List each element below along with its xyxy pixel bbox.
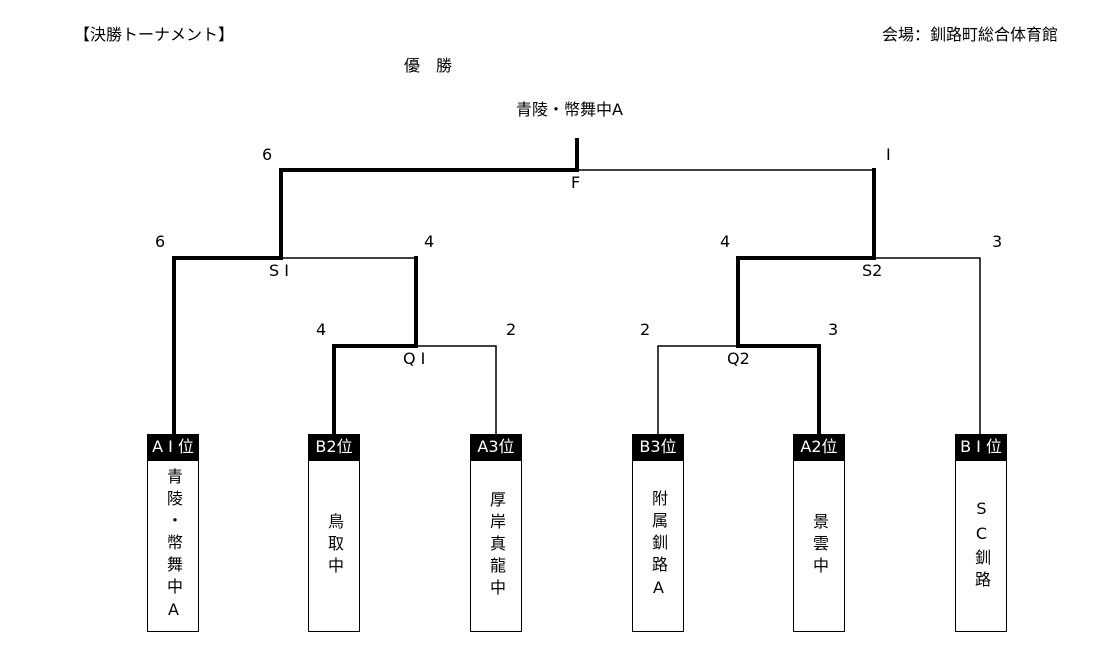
semi2-left-line <box>736 256 876 348</box>
team-slot: B3位 附属釧路A <box>632 434 684 632</box>
seed-badge: A3位 <box>470 434 522 460</box>
quarter1-left-score: 4 <box>316 320 327 339</box>
final-left-score: 6 <box>262 145 273 164</box>
team-name: 附属釧路A <box>649 489 668 603</box>
quarter1-right-line <box>415 345 497 435</box>
page-title: 【決勝トーナメント】 <box>74 25 235 44</box>
quarter2-label: Q2 <box>727 349 750 368</box>
quarter2-left-line <box>657 345 739 435</box>
team-slot: A I 位 青陵・幣舞中A <box>147 434 199 632</box>
seed-badge: B3位 <box>632 434 684 460</box>
seed-badge: B2位 <box>308 434 360 460</box>
quarter2-right-score: 3 <box>828 320 839 339</box>
team-box: 厚岸真龍中 <box>470 460 522 632</box>
quarter2-left-score: 2 <box>640 320 651 339</box>
team-name: 景雲中 <box>810 513 829 579</box>
semi2-left-score: 4 <box>720 232 731 251</box>
team-box: 附属釧路A <box>632 460 684 632</box>
seed-badge: B I 位 <box>955 434 1007 460</box>
seed-badge: A I 位 <box>147 434 199 460</box>
final-right-score: I <box>886 145 891 164</box>
semi1-right-line <box>280 257 417 347</box>
team-name: SC釧路 <box>972 499 991 593</box>
semi2-right-score: 3 <box>992 232 1003 251</box>
team-slot: B I 位 SC釧路 <box>955 434 1007 632</box>
quarter1-label: Q I <box>403 349 426 368</box>
quarter1-left-line <box>332 344 418 436</box>
team-box: 青陵・幣舞中A <box>147 460 199 632</box>
team-name: 鳥取中 <box>325 513 344 579</box>
semi1-label: S I <box>269 261 289 280</box>
quarter2-right-line <box>736 344 821 436</box>
semi2-label: S2 <box>862 261 883 280</box>
venue-label: 会場：釧路町総合体育館 <box>882 25 1059 44</box>
quarter1-right-score: 2 <box>506 320 517 339</box>
final-label: F <box>571 173 581 192</box>
team-slot: B2位 鳥取中 <box>308 434 360 632</box>
semi1-left-score: 6 <box>155 232 166 251</box>
champion-name: 青陵・幣舞中A <box>516 100 623 119</box>
semi1-left-line <box>172 256 283 436</box>
team-box: 鳥取中 <box>308 460 360 632</box>
final-left-line <box>279 168 579 260</box>
seed-badge: A2位 <box>793 434 845 460</box>
team-name: 青陵・幣舞中A <box>164 467 183 625</box>
champion-heading: 優 勝 <box>404 56 453 75</box>
team-box: SC釧路 <box>955 460 1007 632</box>
team-slot: A2位 景雲中 <box>793 434 845 632</box>
team-name: 厚岸真龍中 <box>487 491 506 601</box>
semi2-right-line <box>873 257 981 435</box>
team-box: 景雲中 <box>793 460 845 632</box>
team-slot: A3位 厚岸真龍中 <box>470 434 522 632</box>
semi1-right-score: 4 <box>424 232 435 251</box>
